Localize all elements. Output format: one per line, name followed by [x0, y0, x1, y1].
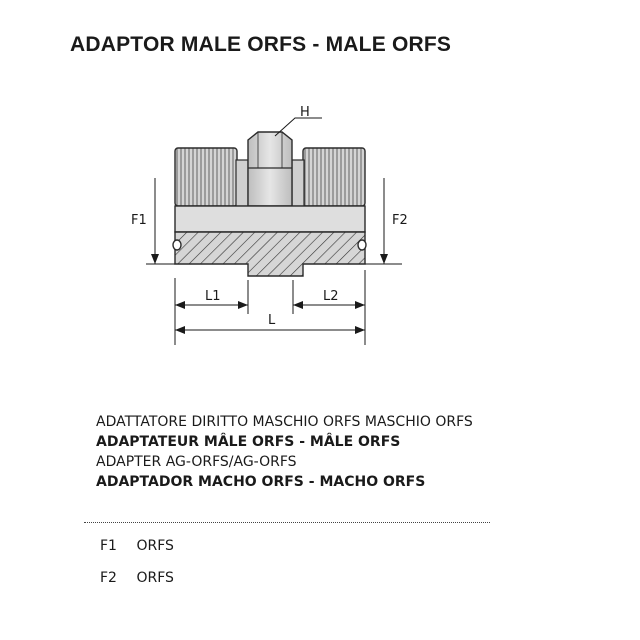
spec-value: ORFS	[136, 538, 174, 554]
left-o-ring	[172, 239, 182, 251]
spec-value: ORFS	[136, 570, 174, 586]
dim-h: H	[274, 105, 322, 137]
dim-l: L	[175, 313, 365, 334]
page-title: ADAPTOR MALE ORFS - MALE ORFS	[70, 33, 452, 56]
dim-label-f2: F2	[392, 213, 408, 228]
dim-label-l: L	[268, 313, 276, 328]
section-hatched	[174, 231, 366, 277]
hex-body	[247, 131, 293, 207]
right-o-ring	[357, 239, 367, 251]
dotted-divider	[84, 522, 490, 523]
spec-row-f2: F2 ORFS	[100, 570, 174, 586]
right-thread	[302, 147, 366, 207]
centre-band	[174, 205, 366, 233]
dim-label-h: H	[300, 105, 310, 120]
dim-f2: F2	[365, 178, 408, 265]
dim-label-f1: F1	[131, 213, 147, 228]
description-it: ADATTATORE DIRITTO MASCHIO ORFS MASCHIO …	[96, 414, 473, 430]
dim-l2: L2	[293, 289, 365, 309]
spec-key: F1	[100, 538, 117, 554]
left-thread	[174, 147, 238, 207]
adaptor-technical-drawing: H F1 F2 L1 L2 L	[131, 105, 408, 345]
description-fr: ADAPTATEUR MÂLE ORFS - MÂLE ORFS	[96, 434, 401, 450]
description-de: ADAPTER AG-ORFS/AG-ORFS	[96, 454, 297, 470]
adaptor-upper-view	[174, 131, 366, 207]
dim-label-l2: L2	[323, 289, 339, 304]
dim-f1: F1	[131, 178, 175, 265]
dim-l1: L1	[175, 289, 248, 309]
dim-label-l1: L1	[205, 289, 221, 304]
spec-key: F2	[100, 570, 117, 586]
description-block: ADATTATORE DIRITTO MASCHIO ORFS MASCHIO …	[96, 412, 473, 492]
spec-row-f1: F1 ORFS	[100, 538, 174, 554]
description-es: ADAPTADOR MACHO ORFS - MACHO ORFS	[96, 474, 426, 490]
